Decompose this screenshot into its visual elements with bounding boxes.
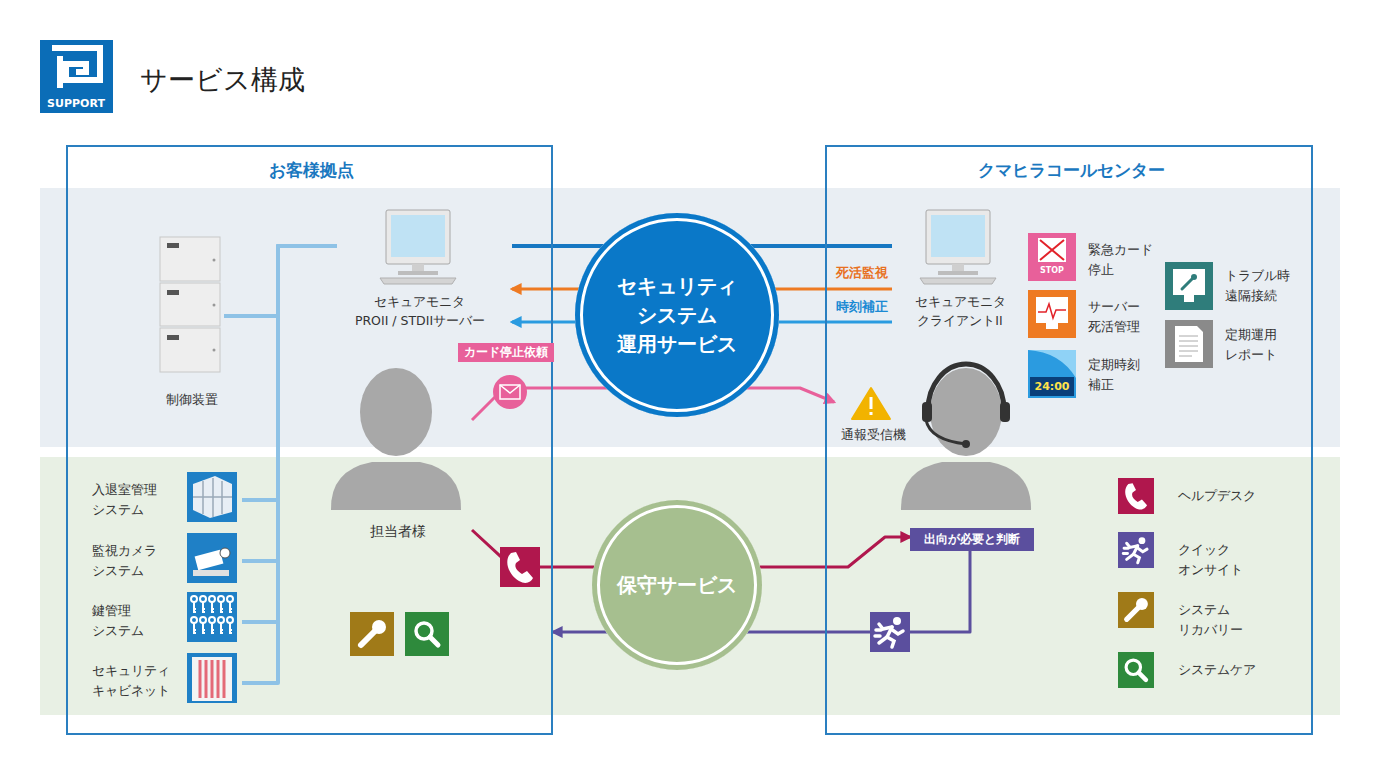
- node-text: セキュアモニタ PROII / STDIIサーバー: [355, 293, 485, 331]
- node-text: セキュリティ キャビネット: [92, 661, 170, 700]
- legend-text: 定期時刻 補正: [1088, 355, 1140, 394]
- legend-text: ヘルプデスク: [1178, 486, 1256, 506]
- legend-text: 緊急カード 停止: [1088, 240, 1153, 279]
- service-circle: セキュリティ システム 運用サービス: [575, 213, 779, 417]
- icon-label: 24:00: [1034, 379, 1069, 396]
- customer-person: [331, 368, 461, 510]
- node-text: 出向が必要と判断: [924, 531, 1020, 548]
- onsite-icon: [870, 612, 910, 652]
- receiver-node: 通報受信機: [834, 388, 912, 447]
- system-care-icon: [1118, 652, 1154, 688]
- camera-system-icon: [187, 533, 237, 583]
- icon-label: SUPPORT: [47, 96, 105, 113]
- wrench-icon: [350, 612, 394, 656]
- system-node: 監視カメラ システム: [86, 533, 242, 589]
- quick-onsite-icon: [1118, 532, 1154, 568]
- edge-label: 死活監視: [836, 264, 888, 282]
- time-correction-icon: [1028, 350, 1076, 398]
- key-system-icon: [187, 592, 237, 642]
- legend-text: トラブル時 遠隔接続: [1225, 266, 1290, 305]
- warning-icon: [852, 388, 890, 419]
- magnifier-icon: [405, 612, 449, 656]
- icon-label: STOP: [1040, 265, 1064, 277]
- entry-system-icon: [187, 472, 237, 522]
- maintenance-band: [40, 457, 1340, 715]
- envelope-icon: [493, 375, 527, 409]
- server-alive-icon: [1028, 290, 1076, 338]
- connector: [759, 537, 910, 567]
- node-text: セキュアモニタ クライアントII: [915, 293, 1006, 331]
- connector: [242, 246, 337, 683]
- connector: [242, 246, 337, 622]
- connector: [242, 246, 337, 561]
- support-icon: [40, 40, 113, 113]
- phone-icon: [500, 547, 540, 587]
- node-text: 監視カメラ システム: [92, 541, 157, 580]
- report-icon: [1165, 320, 1213, 368]
- region-heading: クマヒラコールセンター: [978, 158, 1165, 184]
- region-box: クマヒラコールセンターセキュアモニタ クライアントII 通報受信機出向が必要と判断: [825, 145, 1313, 735]
- service-circle: 保守サービス: [592, 500, 762, 670]
- operation-band: [40, 188, 1340, 447]
- client-monitor: [920, 210, 996, 284]
- legend-text: サーバー 死活管理: [1088, 297, 1140, 336]
- person-node: 担当者様: [332, 364, 472, 544]
- region-box: お客様拠点制御装置 セキュアモニタ PROII / STDIIサーバー担当者様 入退…: [66, 145, 553, 735]
- system-node: 鍵管理 システム: [86, 594, 242, 650]
- region-heading: お客様拠点: [269, 158, 354, 184]
- node-text: 通報受信機: [841, 426, 906, 445]
- emergency-stop-icon: [1028, 233, 1076, 281]
- operator-person: [901, 364, 1031, 510]
- server-monitor: [380, 210, 456, 284]
- server-node: セキュアモニタ PROII / STDIIサーバー: [337, 207, 512, 333]
- control-device: [160, 237, 220, 372]
- node-text: 鍵管理 システム: [92, 601, 144, 640]
- legend-text: システム リカバリー: [1178, 600, 1243, 639]
- node-text: セキュリティ システム 運用サービス: [617, 272, 737, 359]
- system-node: 入退室管理 システム: [86, 472, 242, 528]
- legend-text: 定期運用 レポート: [1225, 325, 1277, 364]
- diagram-title: サービス構成: [140, 62, 305, 98]
- node-text: 制御装置: [166, 390, 218, 410]
- helpdesk-icon: [1118, 478, 1154, 514]
- recovery-icon: [1118, 592, 1154, 628]
- connector: [242, 246, 337, 500]
- client-node: セキュアモニタ クライアントII: [892, 207, 1027, 333]
- remote-connect-icon: [1165, 262, 1213, 310]
- node-text: 保守サービス: [617, 571, 737, 600]
- connector: [224, 246, 337, 316]
- edge-label: カード停止依頼: [458, 343, 554, 362]
- node-text: 担当者様: [370, 521, 426, 542]
- device-node: 制御装置: [160, 234, 224, 414]
- legend-text: システムケア: [1178, 660, 1256, 680]
- node-text: 入退室管理 システム: [92, 480, 157, 519]
- system-node: セキュリティ キャビネット: [86, 655, 242, 711]
- edge-label: 時刻補正: [836, 298, 888, 316]
- cabinet-icon: [187, 653, 237, 703]
- legend-text: クイック オンサイト: [1178, 540, 1243, 579]
- decision-badge: 出向が必要と判断: [910, 528, 1034, 551]
